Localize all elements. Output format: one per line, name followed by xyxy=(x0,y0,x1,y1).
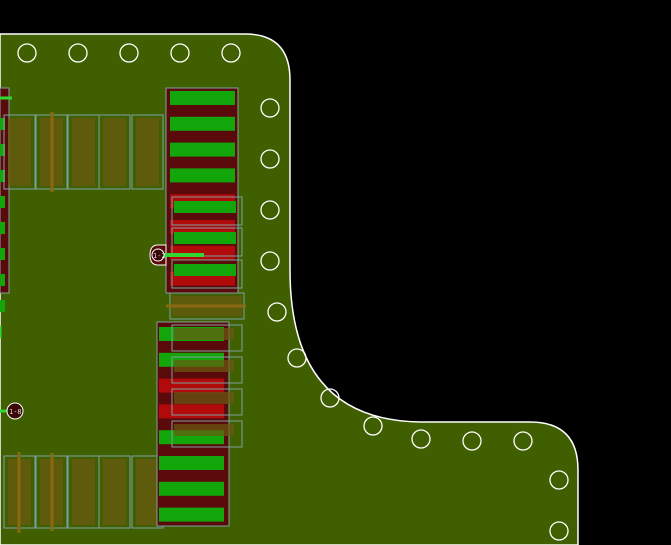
via-left-label: 1-8 xyxy=(9,408,22,416)
pad xyxy=(170,91,235,105)
pad xyxy=(170,142,235,157)
small-footprint[interactable] xyxy=(3,114,36,190)
pad xyxy=(174,232,236,244)
pad xyxy=(159,378,224,393)
mounting-holes xyxy=(17,43,569,541)
pad xyxy=(159,481,224,496)
mounting-hole-icon xyxy=(462,431,482,451)
footprint-outline xyxy=(171,227,243,257)
small-footprint[interactable] xyxy=(98,455,131,529)
pad xyxy=(0,222,5,234)
mounting-hole-icon xyxy=(17,43,37,63)
connector-lower[interactable] xyxy=(156,321,243,527)
mounting-hole-icon xyxy=(549,470,569,490)
small-footprint[interactable] xyxy=(67,455,100,529)
mounting-hole-icon xyxy=(411,429,431,449)
silkscreen-bar-middle xyxy=(166,292,246,320)
via-left[interactable]: 1-8 xyxy=(0,402,24,420)
pad xyxy=(0,248,5,260)
pad xyxy=(0,274,5,286)
pad xyxy=(170,168,235,183)
silkscreen-pad xyxy=(174,392,234,404)
pad xyxy=(0,144,5,156)
silkscreen-pad xyxy=(174,360,234,372)
connector-upper[interactable] xyxy=(165,87,243,294)
mounting-hole-icon xyxy=(170,43,190,63)
via-upper-label: 1-2 xyxy=(153,252,166,260)
mounting-hole-icon xyxy=(549,521,569,541)
pad xyxy=(159,404,224,419)
footprint-row-top[interactable] xyxy=(3,112,164,192)
footprint-outline xyxy=(171,420,243,448)
mounting-hole-icon xyxy=(267,302,287,322)
mounting-hole-icon xyxy=(260,98,280,118)
mounting-hole-icon xyxy=(260,251,280,271)
pad xyxy=(174,264,236,276)
left-connector-partial[interactable] xyxy=(0,87,12,312)
silkscreen-pad xyxy=(174,328,234,340)
pad xyxy=(159,507,224,522)
silkscreen-pad xyxy=(174,424,234,436)
mounting-hole-icon xyxy=(68,43,88,63)
pad xyxy=(0,196,5,208)
pad xyxy=(170,116,235,131)
pad xyxy=(170,245,235,260)
via-upper[interactable]: 1-2 xyxy=(149,244,204,266)
mounting-hole-icon xyxy=(260,149,280,169)
mounting-hole-icon xyxy=(221,43,241,63)
mounting-hole-icon xyxy=(119,43,139,63)
mounting-hole-icon xyxy=(513,431,533,451)
mounting-hole-icon xyxy=(260,200,280,220)
pad xyxy=(174,201,236,213)
pad xyxy=(159,456,224,470)
footprint-row-bottom[interactable] xyxy=(3,452,164,533)
pad xyxy=(0,170,5,182)
footprint-outline xyxy=(171,356,243,384)
footprint-outline xyxy=(171,196,243,226)
pad xyxy=(170,220,235,234)
mounting-hole-icon xyxy=(287,348,307,368)
mounting-hole-icon xyxy=(363,416,383,436)
footprint-outline xyxy=(171,324,243,352)
small-footprint[interactable] xyxy=(131,114,164,190)
footprint-outline xyxy=(171,388,243,416)
mounting-hole-icon xyxy=(320,388,340,408)
pad xyxy=(0,300,5,312)
footprint-outline xyxy=(171,259,243,289)
small-footprint[interactable] xyxy=(98,114,131,190)
small-footprint[interactable] xyxy=(67,114,100,190)
pad xyxy=(0,118,5,130)
